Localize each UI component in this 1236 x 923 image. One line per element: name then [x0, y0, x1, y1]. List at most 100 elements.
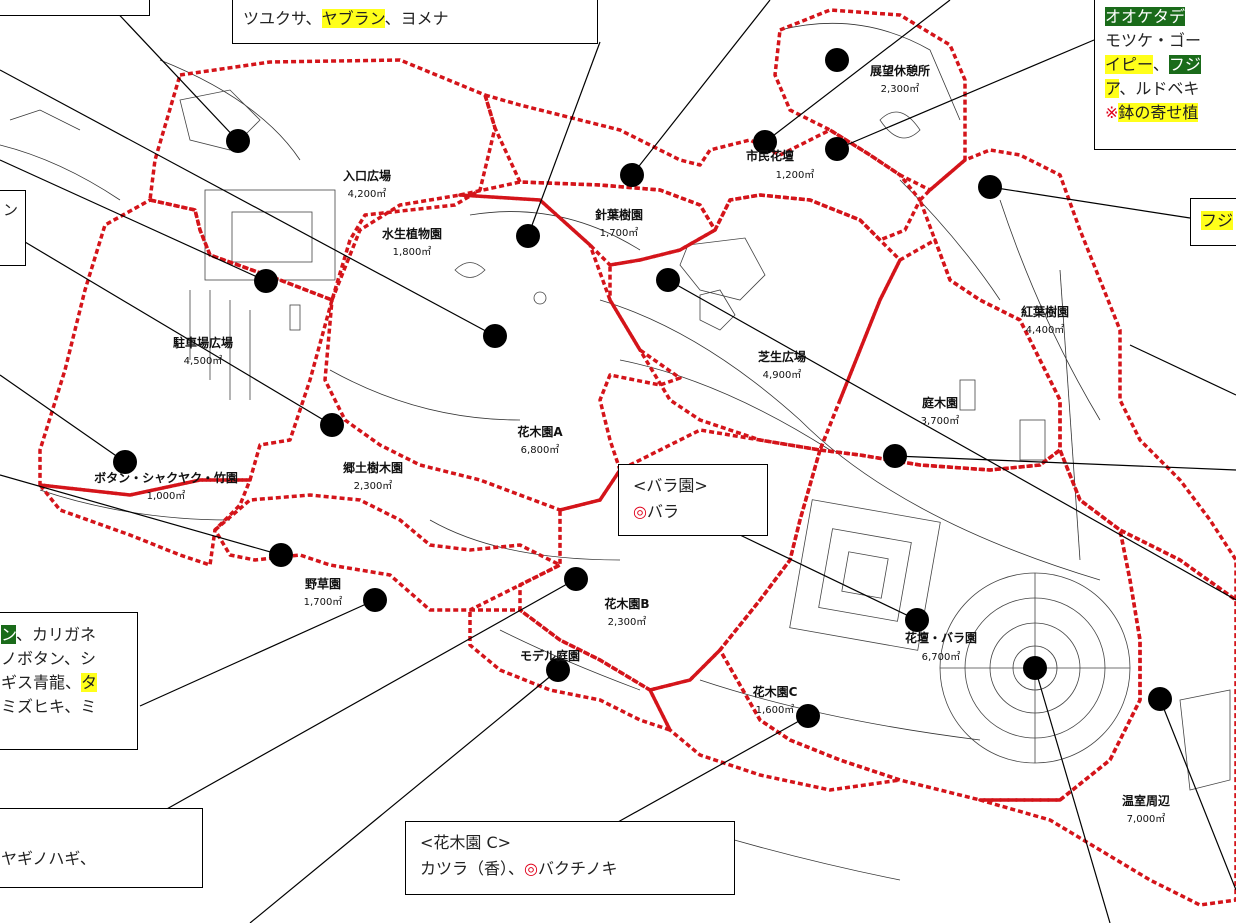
boundary-conifer — [458, 180, 717, 267]
area-label: 花木園A — [517, 424, 563, 439]
boundary-greenhouse — [978, 528, 1236, 907]
area-label: モデル庭園 — [520, 648, 580, 663]
area-label: 花木園B — [604, 596, 649, 611]
callout-text: ツユクサ、 — [243, 9, 322, 28]
dot-garden-a — [483, 324, 507, 348]
callout-left-mid: ン — [0, 190, 26, 266]
area-size: 3,700㎡ — [921, 415, 960, 427]
area-size: 2,300㎡ — [354, 480, 393, 492]
area-size: 6,700㎡ — [922, 651, 961, 663]
callout-text: 、ヨメナ — [384, 9, 449, 28]
callout-title: <花木園 C> — [420, 833, 512, 852]
area-label: 入口広場 — [343, 168, 391, 183]
area-label: 庭木園 — [922, 395, 958, 410]
area-size: 1,600㎡ — [756, 704, 795, 716]
area-label: 花壇・バラ園 — [905, 630, 977, 645]
dot-garden-b — [564, 567, 588, 591]
callout-top-left-edge — [0, 0, 150, 16]
callout-right-edge: フジ — [1190, 198, 1236, 246]
callout-title: <バラ園> — [633, 476, 708, 495]
boundary-model-garden — [468, 608, 672, 732]
callout-text: ミズヒキ、ミ — [1, 697, 97, 716]
callout-text: ヤギノハギ、 — [1, 849, 96, 868]
callout-text: カツラ（香）、 — [420, 859, 525, 878]
callout-highlight: ア — [1105, 79, 1120, 98]
callout-top-right: オオケタデ モツケ・ゴー イピー、フジ ア、ルドベキ ※鉢の寄せ植 — [1094, 0, 1236, 150]
boundary-peony — [38, 478, 252, 567]
note-mark-icon: ※ — [1105, 103, 1119, 122]
callout-rose: <バラ園> ◎バラ — [618, 464, 768, 536]
callout-bottom-far-left: ヤギノハギ、 — [0, 808, 203, 888]
area-label: 花木園C — [753, 684, 798, 699]
callout-text: ギス青龍、 — [1, 673, 82, 692]
callout-highlight: タ — [81, 673, 98, 692]
dot-greenhouse — [1148, 687, 1172, 711]
callout-text: バラ — [646, 502, 679, 521]
area-size: 4,900㎡ — [763, 369, 802, 381]
callout-text: 、 — [1152, 55, 1169, 74]
dot-civic-2 — [825, 137, 849, 161]
dot-conifer — [620, 163, 644, 187]
area-label: 郷土樹木園 — [343, 460, 403, 475]
dot-civic-1 — [753, 130, 777, 154]
double-circle-icon: ◎ — [633, 502, 647, 521]
boundary-parking — [38, 198, 334, 497]
area-size: 4,200㎡ — [348, 188, 387, 200]
area-label: 針葉樹園 — [595, 207, 643, 222]
area-boundaries — [38, 8, 1236, 907]
callout-highlight: フジ — [1168, 55, 1201, 74]
area-size: 1,700㎡ — [304, 596, 343, 608]
boundary-lawn — [608, 193, 902, 452]
base-paths — [0, 22, 1101, 881]
boundary-north — [483, 93, 922, 242]
area-label: 紅葉樹園 — [1021, 304, 1069, 319]
area-size: 1,000㎡ — [147, 490, 186, 502]
callout-bottom-left: ン、カリガネ ノボタン、シ ギス青龍、タ ミズヒキ、ミ — [0, 612, 138, 750]
dot-native — [320, 413, 344, 437]
area-labels: 入口広場 4,200㎡ 水生植物園 1,800㎡ 針葉樹園 1,700㎡ 展望休… — [94, 63, 1170, 825]
callout-highlight: オオケタデ — [1105, 7, 1186, 26]
dot-tree-garden — [883, 444, 907, 468]
dot-observatory — [825, 48, 849, 72]
dot-entrance — [226, 129, 250, 153]
callout-text: 、ルドベキ — [1119, 79, 1200, 98]
area-size: 1,200㎡ — [776, 169, 815, 181]
marker-dots — [113, 48, 1172, 728]
callout-highlight: イピー — [1105, 55, 1153, 74]
area-label: 展望休憩所 — [870, 63, 930, 78]
boundary-wildflower — [213, 493, 562, 612]
boundary-garden-c — [648, 648, 902, 792]
boundary-garden-a — [323, 193, 682, 512]
dot-wildflower-1 — [269, 543, 293, 567]
dot-model — [546, 658, 570, 682]
area-size: 1,800㎡ — [393, 246, 432, 258]
callout-garden-c: <花木園 C> カツラ（香）、◎バクチノキ — [405, 821, 735, 895]
callout-highlight: フジ — [1201, 211, 1234, 230]
area-size: 1,700㎡ — [600, 227, 639, 239]
area-size: 7,000㎡ — [1127, 813, 1166, 825]
dot-garden-c — [796, 704, 820, 728]
callout-text: バクチノキ — [537, 859, 618, 878]
area-label: 水生植物園 — [382, 226, 442, 241]
callout-highlight: ヤブラン — [321, 9, 385, 28]
double-circle-icon: ◎ — [524, 859, 538, 878]
callout-highlight: ン — [1, 625, 17, 644]
boundary-entrance-plaza — [148, 58, 497, 302]
boundary-tree-garden — [818, 238, 1062, 472]
area-label: ボタン・シャクヤク・竹園 — [94, 470, 238, 485]
callout-text: ノボタン、シ — [1, 649, 97, 668]
dot-aquatic — [516, 224, 540, 248]
dot-flowerbed — [1023, 656, 1047, 680]
dot-peony — [113, 450, 137, 474]
callout-highlight: 鉢の寄せ植 — [1118, 103, 1199, 122]
dot-entrance-2 — [254, 269, 278, 293]
area-size: 2,300㎡ — [608, 616, 647, 628]
callout-text: 、カリガネ — [16, 625, 97, 644]
callout-text: モツケ・ゴー — [1105, 31, 1202, 50]
boundary-rose — [718, 448, 1142, 802]
area-label: 温室周辺 — [1122, 793, 1170, 808]
area-label: 野草園 — [305, 576, 341, 591]
area-size: 6,800㎡ — [521, 444, 560, 456]
area-size: 4,500㎡ — [184, 355, 223, 367]
